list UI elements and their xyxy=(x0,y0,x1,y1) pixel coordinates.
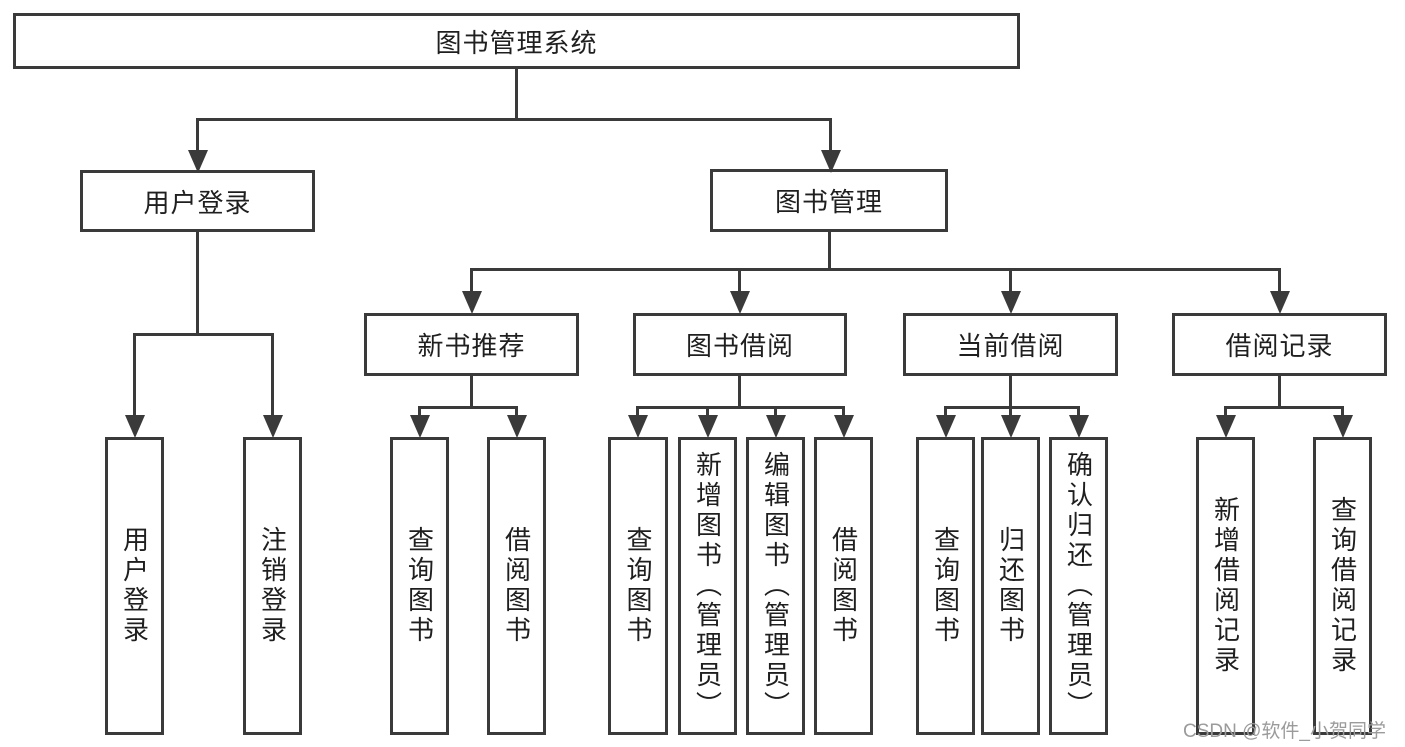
leaf-user-login-label: 用户登录 xyxy=(119,526,150,646)
leaf-query-books-current-label: 查询图书 xyxy=(930,526,961,646)
connector-drop xyxy=(1009,406,1012,417)
connector-drop xyxy=(706,406,709,417)
connector-drop xyxy=(636,406,639,417)
leaf-borrow-books-recommend: 借阅图书 xyxy=(487,437,546,735)
connector-root-stem xyxy=(515,68,518,120)
leaf-logout: 注销登录 xyxy=(243,437,302,735)
connector-drop xyxy=(271,333,274,417)
arrowhead-down-icon xyxy=(766,415,786,438)
node-new-book-recommend-label: 新书推荐 xyxy=(417,331,526,361)
leaf-edit-books-admin: 编辑图书（管理员） xyxy=(746,437,805,735)
leaf-query-books-recommend-label: 查询图书 xyxy=(404,526,435,646)
connector-drop xyxy=(774,406,777,417)
leaf-borrow-books-borrowing-label: 借阅图书 xyxy=(828,526,859,646)
leaf-query-borrow-record-label: 查询借阅记录 xyxy=(1327,496,1358,676)
node-borrow-records: 借阅记录 xyxy=(1172,313,1387,376)
leaf-add-borrow-record-label: 新增借阅记录 xyxy=(1210,496,1241,676)
connector-records-stem xyxy=(1278,376,1281,408)
connector-drop xyxy=(1341,406,1344,417)
node-user-login-label: 用户登录 xyxy=(143,187,252,218)
leaf-return-books-label: 归还图书 xyxy=(995,526,1026,646)
connector-drop xyxy=(515,406,518,417)
leaf-query-books-borrowing-label: 查询图书 xyxy=(623,526,653,646)
arrowhead-down-icon xyxy=(263,415,283,438)
arrowhead-down-icon xyxy=(834,415,854,438)
leaf-borrow-books-borrowing: 借阅图书 xyxy=(814,437,873,735)
connector-drop xyxy=(1009,268,1012,294)
leaf-query-books-borrowing: 查询图书 xyxy=(608,437,668,735)
node-new-book-recommend: 新书推荐 xyxy=(364,313,579,376)
csdn-watermark: CSDN @软件_小贺同学 xyxy=(1183,721,1386,742)
leaf-add-books-admin-label: 新增图书（管理员） xyxy=(692,451,723,721)
arrowhead-down-icon xyxy=(1216,415,1236,438)
node-root-library-system: 图书管理系统 xyxy=(13,13,1020,69)
connector-drop xyxy=(829,118,832,152)
arrowhead-down-icon xyxy=(1270,291,1290,314)
connector-borrowing-rail xyxy=(636,406,845,409)
leaf-user-login: 用户登录 xyxy=(105,437,164,735)
leaf-confirm-return-admin-label: 确认归还（管理员） xyxy=(1063,451,1094,721)
node-user-login: 用户登录 xyxy=(80,170,315,232)
node-book-management-label: 图书管理 xyxy=(774,187,883,217)
connector-bookmgmt-rail xyxy=(470,268,1281,271)
leaf-edit-books-admin-label: 编辑图书（管理员） xyxy=(760,451,791,721)
arrowhead-down-icon xyxy=(507,415,527,438)
arrowhead-down-icon xyxy=(698,415,718,438)
connector-drop xyxy=(1278,268,1281,294)
node-book-management: 图书管理 xyxy=(710,169,948,232)
node-book-borrowing: 图书借阅 xyxy=(633,313,847,376)
arrowhead-down-icon xyxy=(1001,291,1021,314)
connector-drop xyxy=(196,118,199,152)
leaf-logout-label: 注销登录 xyxy=(257,526,288,646)
arrowhead-down-icon xyxy=(628,415,648,438)
arrowhead-down-icon xyxy=(936,415,956,438)
arrowhead-down-icon xyxy=(1069,415,1089,438)
connector-borrowing-stem xyxy=(738,376,741,408)
node-book-borrowing-label: 图书借阅 xyxy=(685,331,794,361)
connector-recommend-stem xyxy=(470,376,473,408)
arrowhead-down-icon xyxy=(821,150,841,173)
connector-userlogin-stem xyxy=(196,232,199,336)
connector-drop xyxy=(418,406,421,417)
connector-root-rail xyxy=(196,118,832,121)
arrowhead-down-icon xyxy=(125,415,145,438)
arrowhead-down-icon xyxy=(1001,415,1021,438)
leaf-borrow-books-recommend-label: 借阅图书 xyxy=(501,526,532,646)
connector-drop xyxy=(738,268,741,294)
arrowhead-down-icon xyxy=(1333,415,1353,438)
leaf-query-borrow-record: 查询借阅记录 xyxy=(1313,437,1372,735)
connector-drop xyxy=(133,333,136,417)
leaf-query-books-current: 查询图书 xyxy=(916,437,975,735)
arrowhead-down-icon xyxy=(462,291,482,314)
arrowhead-down-icon xyxy=(730,291,750,314)
leaf-add-books-admin: 新增图书（管理员） xyxy=(678,437,737,735)
node-root-label: 图书管理系统 xyxy=(435,27,598,58)
connector-userlogin-rail xyxy=(133,333,274,336)
leaf-return-books: 归还图书 xyxy=(981,437,1040,735)
connector-drop xyxy=(1077,406,1080,417)
connector-records-rail xyxy=(1224,406,1344,409)
connector-current-rail xyxy=(944,406,1080,409)
connector-drop xyxy=(1224,406,1227,417)
node-borrow-records-label: 借阅记录 xyxy=(1225,331,1334,361)
connector-bookmgmt-stem xyxy=(828,232,831,271)
connector-drop xyxy=(944,406,947,417)
node-current-borrowing-label: 当前借阅 xyxy=(956,331,1065,361)
node-current-borrowing: 当前借阅 xyxy=(903,313,1118,376)
arrowhead-down-icon xyxy=(188,150,208,173)
connector-drop xyxy=(842,406,845,417)
connector-drop xyxy=(470,268,473,294)
leaf-confirm-return-admin: 确认归还（管理员） xyxy=(1049,437,1108,735)
arrowhead-down-icon xyxy=(410,415,430,438)
connector-current-stem xyxy=(1009,376,1012,408)
leaf-add-borrow-record: 新增借阅记录 xyxy=(1196,437,1255,735)
leaf-query-books-recommend: 查询图书 xyxy=(390,437,449,735)
connector-recommend-rail xyxy=(418,406,518,409)
